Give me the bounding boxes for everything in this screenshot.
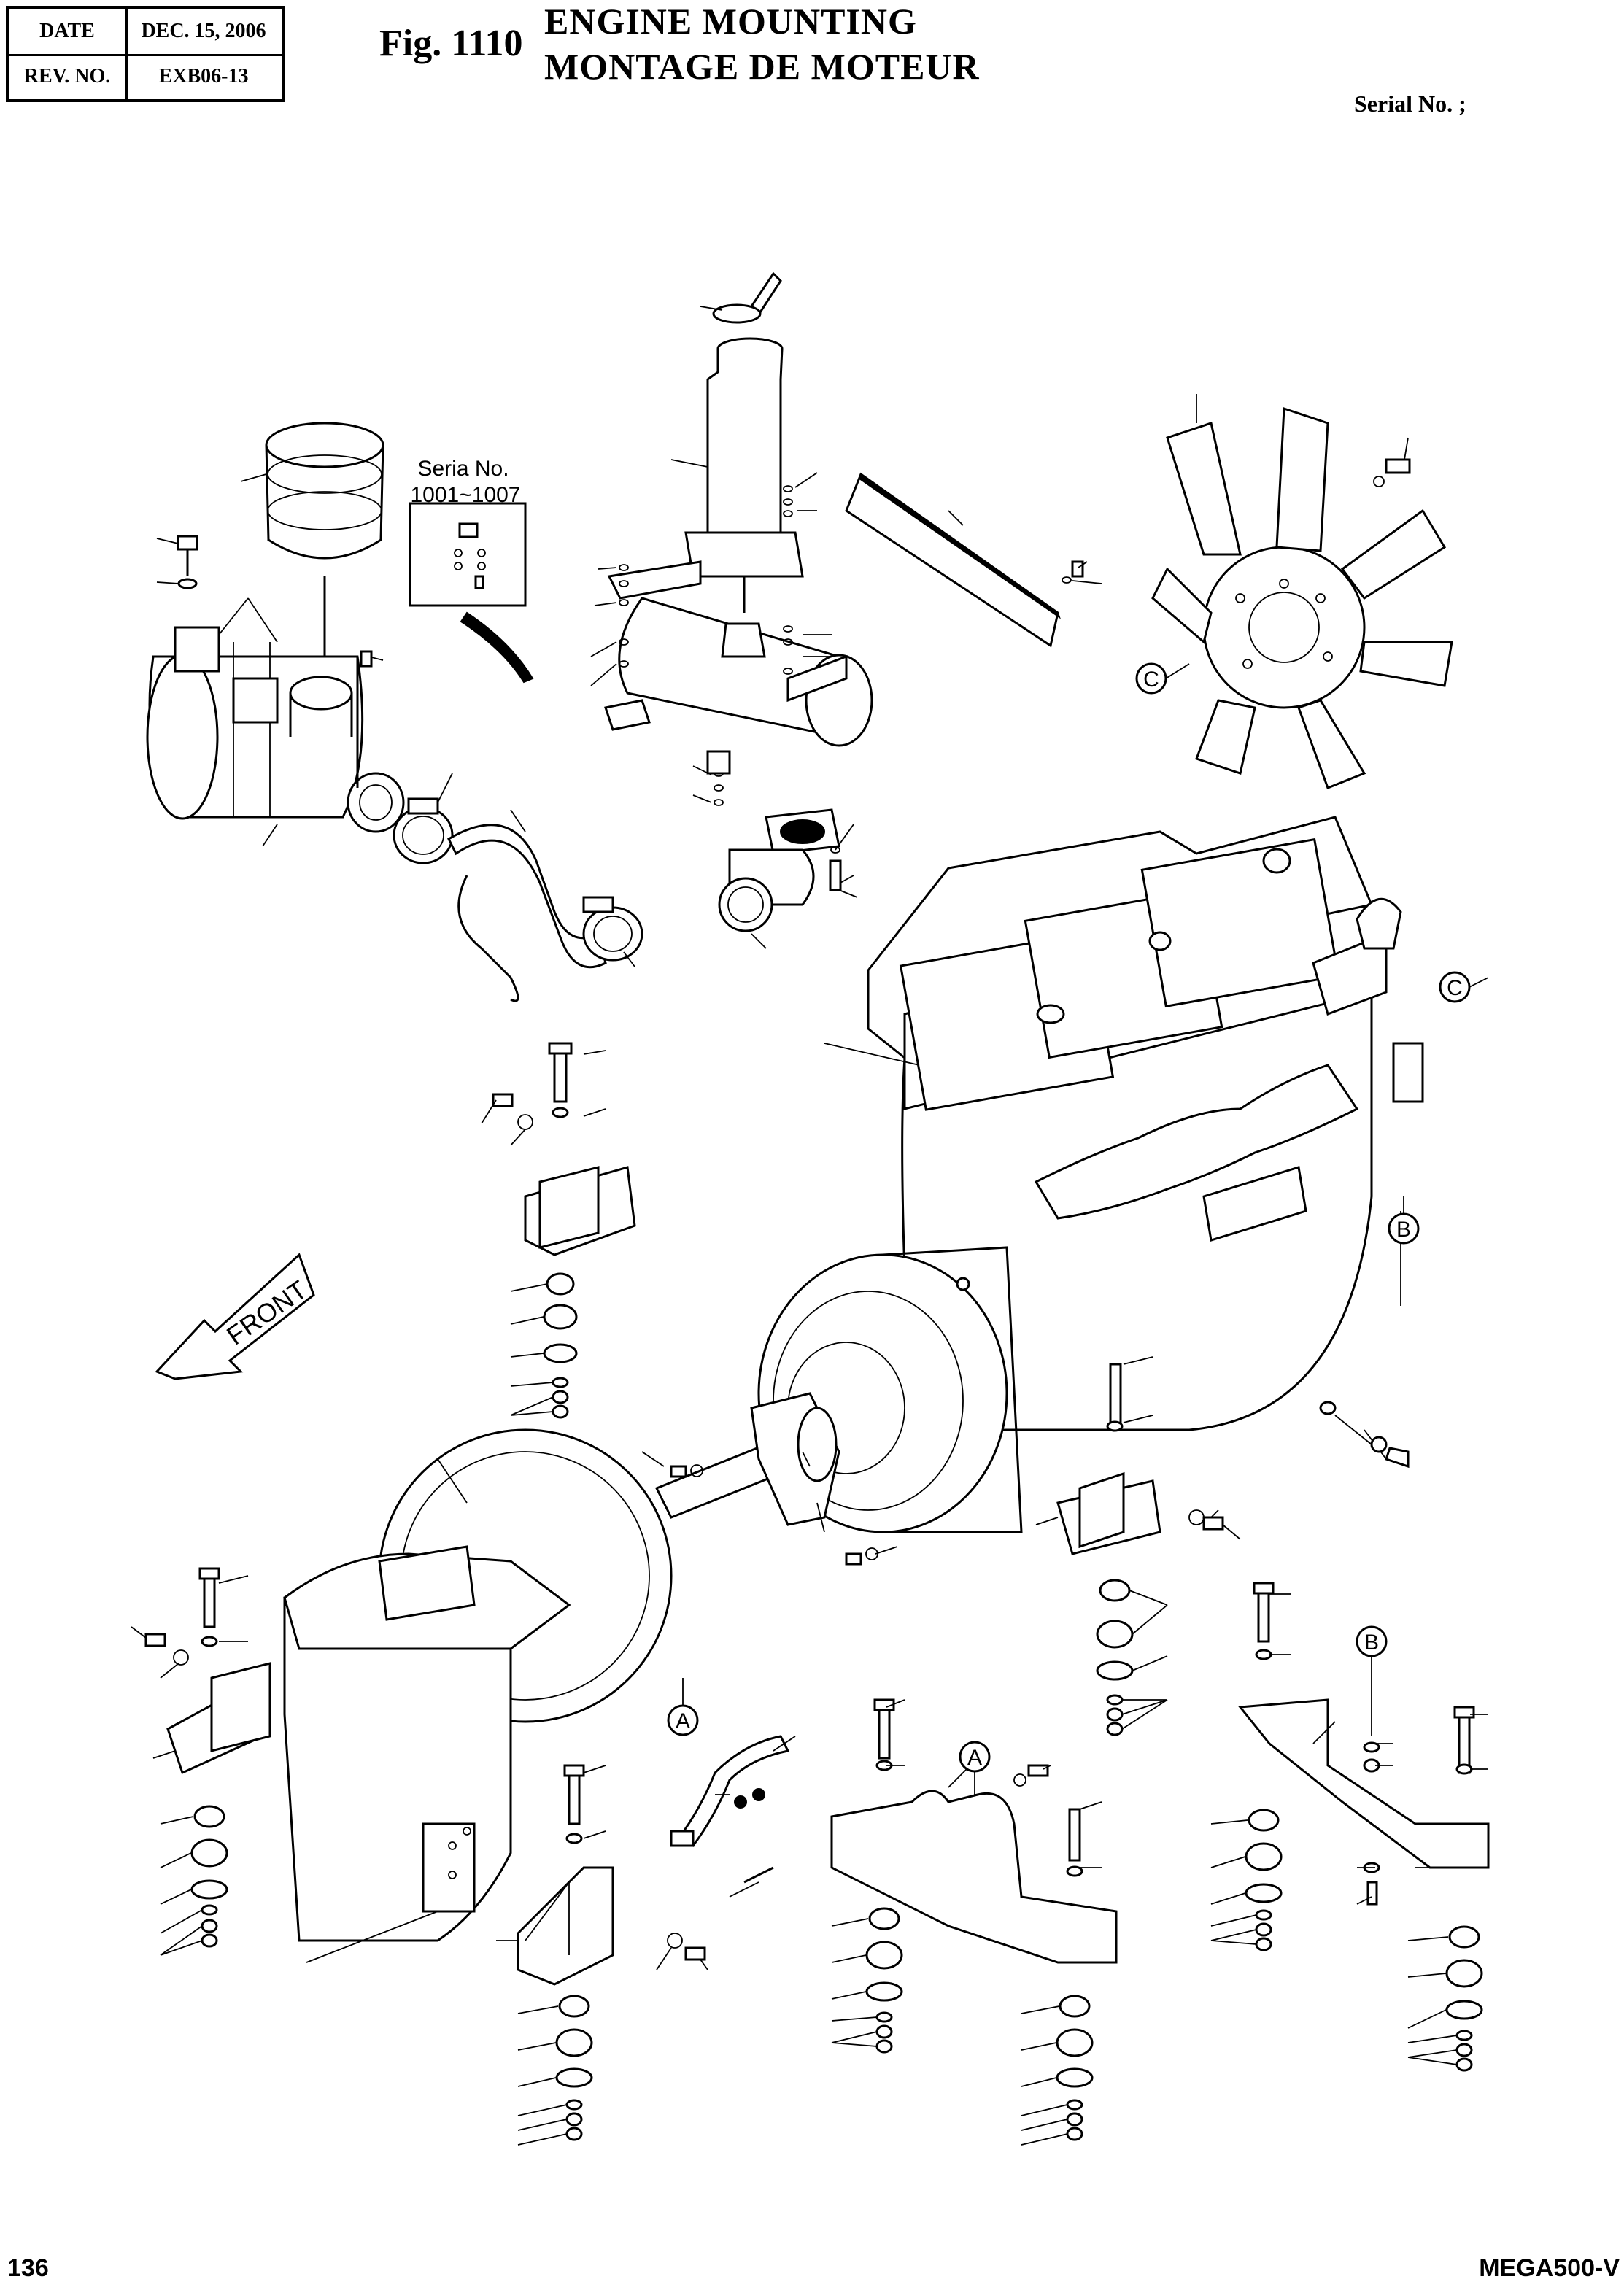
callout-c-fan-label: C [1143,668,1159,692]
fan-shroud-strip [845,472,1102,648]
revision-value: EXB06-13 [158,65,249,88]
date-label: DATE [9,9,128,54]
inset-label-line1: Seria No. [417,457,509,481]
reference-callouts: C C B A A B [667,662,1489,1795]
date-row: DATE DEC. 15, 2006 [9,9,282,56]
revision-label: REV. NO. [9,54,128,99]
engine-mount-brackets [131,1042,1490,2146]
callout-b-engine-label: B [1396,1218,1411,1242]
figure-title-english: ENGINE MOUNTING [544,1,917,42]
callout-b-bracket-label: B [1364,1631,1379,1655]
inset-label-line2: 1001~1007 [411,483,521,507]
cooling-fan [1151,394,1453,789]
serial-range-inset: Seria No. 1001~1007 [409,457,534,684]
air-intake-hose [393,773,643,1002]
muffler-assembly [590,271,873,949]
revision-row: REV. NO. EXB06-13 [9,54,282,99]
date-value: DEC. 15, 2006 [141,20,266,42]
pump-drive-housing [283,1428,673,1963]
front-direction-arrow: FRONT [155,1253,315,1380]
callout-a-bracket-label: A [967,1746,982,1770]
engine-block [757,816,1424,1533]
figure-number: Fig. 1110 [379,23,523,64]
air-cleaner-assembly [146,422,405,847]
revision-table: DATE DEC. 15, 2006 REV. NO. EXB06-13 [6,6,285,102]
callout-a-housing-label: A [676,1709,690,1733]
model-name: MEGA500-V [1479,2254,1620,2282]
serial-number-label: Serial No. ; [1354,90,1466,117]
figure-title-french: MONTAGE DE MOTEUR [544,46,980,87]
drive-shaft [641,1392,898,1566]
callout-c-engine-label: C [1447,976,1463,1000]
page-number: 136 [7,2254,49,2282]
